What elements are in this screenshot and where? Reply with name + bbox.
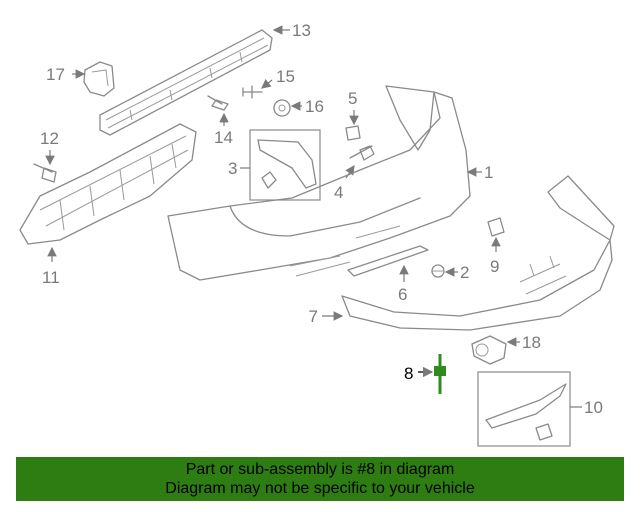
- trim-strip-part-6[interactable]: [347, 245, 429, 277]
- energy-absorber-part-11[interactable]: [19, 123, 197, 245]
- callout-11[interactable]: 11: [42, 268, 60, 287]
- screw-part-4[interactable]: [349, 145, 375, 161]
- callout-13[interactable]: 13: [292, 21, 311, 40]
- retainer-part-9[interactable]: [487, 217, 505, 237]
- callout-8[interactable]: 8: [404, 364, 413, 383]
- clip-part-5[interactable]: [345, 125, 361, 141]
- callout-2[interactable]: 2: [460, 263, 469, 282]
- banner-line-1: Part or sub-assembly is #8 in diagram: [185, 461, 455, 478]
- stud-part-15[interactable]: [242, 85, 263, 99]
- callout-16[interactable]: 16: [305, 97, 324, 116]
- banner-line-2: Diagram may not be specific to your vehi…: [165, 480, 475, 497]
- bracket-part-3: [257, 139, 317, 189]
- sensor-part-18[interactable]: [471, 335, 507, 365]
- callout-5[interactable]: 5: [348, 89, 357, 108]
- bracket-part-17[interactable]: [83, 61, 115, 97]
- bolt-part-12[interactable]: [33, 163, 57, 183]
- bolt-part-14[interactable]: [207, 95, 229, 111]
- bracket-part-10: [485, 383, 567, 441]
- fastener-part-8[interactable]: [434, 354, 446, 394]
- callout-12[interactable]: 12: [40, 129, 59, 148]
- bracket-box-part-3[interactable]: [249, 129, 321, 201]
- parts-diagram: 13 17 15 16 14 3 5 4 1: [19, 21, 615, 447]
- lower-valance-part-7[interactable]: [341, 175, 615, 331]
- callout-9[interactable]: 9: [490, 257, 499, 276]
- callout-6[interactable]: 6: [398, 285, 407, 304]
- callout-3[interactable]: 3: [228, 159, 237, 178]
- callout-17[interactable]: 17: [46, 65, 65, 84]
- bracket-box-part-10[interactable]: [477, 371, 571, 447]
- callout-14[interactable]: 14: [214, 128, 233, 147]
- callout-10[interactable]: 10: [584, 398, 603, 417]
- callout-15[interactable]: 15: [276, 67, 295, 86]
- callout-7[interactable]: 7: [309, 307, 318, 326]
- nut-part-16[interactable]: [273, 99, 291, 117]
- callout-4[interactable]: 4: [334, 183, 343, 202]
- info-banner: Part or sub-assembly is #8 in diagram Di…: [16, 457, 624, 501]
- reinforcement-bar-part-13[interactable]: [99, 29, 273, 136]
- callout-1[interactable]: 1: [484, 163, 493, 182]
- bumper-cover-part-1[interactable]: [167, 85, 471, 281]
- clip-part-2[interactable]: [431, 264, 445, 278]
- callout-18[interactable]: 18: [522, 333, 541, 352]
